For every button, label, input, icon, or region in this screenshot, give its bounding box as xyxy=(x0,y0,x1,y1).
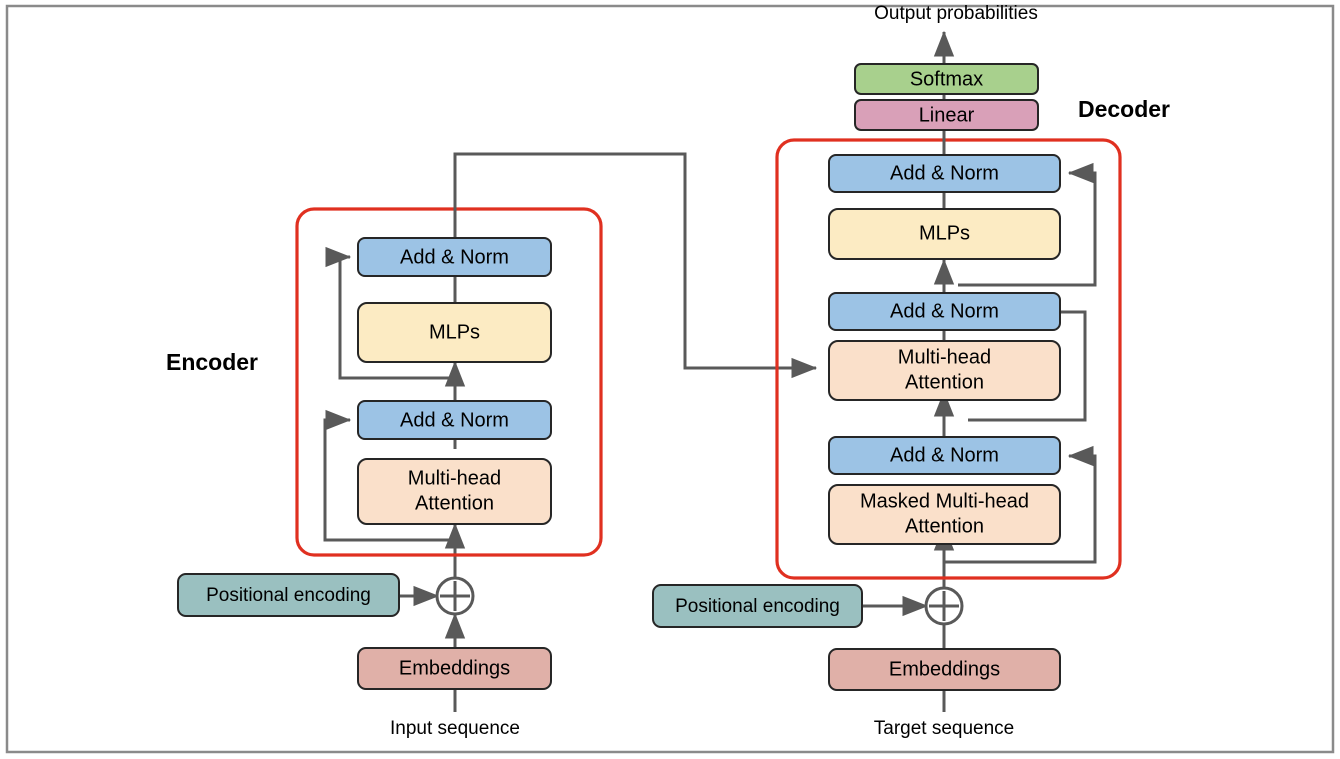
enc-add-norm-2-box[interactable] xyxy=(357,237,552,277)
dec-embeddings-label: Embeddings xyxy=(889,658,1000,680)
enc-multi-head-attention-label-line1: Multi-head xyxy=(408,467,501,489)
enc-mlps-box[interactable] xyxy=(357,302,552,363)
decoder-group-boundary xyxy=(775,138,1122,580)
linear-label: Linear xyxy=(919,104,975,126)
enc-embeddings-box[interactable] xyxy=(357,647,552,690)
decoder-group-label: Decoder xyxy=(1078,96,1170,122)
dec-mlps-label: MLPs xyxy=(919,222,970,244)
dec-positional-encoding-box[interactable] xyxy=(652,584,863,628)
enc-positional-encoding-label: Positional encoding xyxy=(206,585,371,606)
output-probabilities-label: Output probabilities xyxy=(874,3,1038,24)
dec-add-norm-2-block[interactable]: Add & Norm xyxy=(828,292,1061,331)
dec-masked-attention-label-line1: Masked Multi-head xyxy=(860,490,1029,512)
encoder-group-boundary xyxy=(295,207,603,557)
enc-sum-operator xyxy=(435,576,475,616)
dec-add-norm-1-label: Add & Norm xyxy=(890,444,999,466)
dec-add-norm-2-label: Add & Norm xyxy=(890,300,999,322)
dec-add-norm-1-box[interactable] xyxy=(828,436,1061,475)
dec-add-norm-3-label: Add & Norm xyxy=(890,162,999,184)
enc-embeddings-block[interactable]: Embeddings xyxy=(357,647,552,690)
dec-cross-attention-label-line1: Multi-head xyxy=(898,346,991,368)
linear-block[interactable]: Linear xyxy=(854,99,1039,131)
softmax-label: Softmax xyxy=(910,68,983,90)
dec-mlps-block[interactable]: MLPs xyxy=(828,208,1061,260)
enc-add-norm-2-block[interactable]: Add & Norm xyxy=(357,237,552,277)
enc-multi-head-attention-label-line2: Attention xyxy=(415,492,494,514)
enc-add-norm-1-box[interactable] xyxy=(357,400,552,440)
dec-sum-operator xyxy=(924,586,964,626)
dec-cross-attention-block[interactable]: Multi-head Attention xyxy=(828,340,1061,401)
dec-embeddings-block[interactable]: Embeddings xyxy=(828,648,1061,691)
softmax-box[interactable] xyxy=(854,63,1039,95)
dec-cross-attention-label-line2: Attention xyxy=(905,371,984,393)
enc-residual-connection-1 xyxy=(323,409,455,542)
enc-positional-encoding-block[interactable]: Positional encoding xyxy=(177,573,400,617)
dec-add-norm-2-box[interactable] xyxy=(828,292,1061,331)
input-sequence-label: Input sequence xyxy=(390,718,520,739)
enc-multi-head-attention-box[interactable] xyxy=(357,458,552,525)
encoder-to-decoder-cross-connection xyxy=(453,152,818,379)
softmax-block[interactable]: Softmax xyxy=(854,63,1039,95)
dec-masked-attention-box[interactable] xyxy=(828,484,1061,545)
dec-add-norm-3-block[interactable]: Add & Norm xyxy=(828,154,1061,193)
dec-add-norm-3-box[interactable] xyxy=(828,154,1061,193)
dec-positional-encoding-block[interactable]: Positional encoding xyxy=(652,584,863,628)
dec-add-norm-1-block[interactable]: Add & Norm xyxy=(828,436,1061,475)
enc-add-norm-1-block[interactable]: Add & Norm xyxy=(357,400,552,440)
enc-positional-encoding-box[interactable] xyxy=(177,573,400,617)
dec-masked-attention-label-line2: Attention xyxy=(905,515,984,537)
dec-masked-attention-block[interactable]: Masked Multi-head Attention xyxy=(828,484,1061,545)
dec-residual-connection-2 xyxy=(968,310,1087,422)
enc-embeddings-label: Embeddings xyxy=(399,657,510,679)
page-frame xyxy=(5,4,1335,754)
enc-add-norm-1-label: Add & Norm xyxy=(400,409,509,431)
dec-positional-encoding-label: Positional encoding xyxy=(675,596,840,617)
encoder-group-label: Encoder xyxy=(166,349,258,375)
dec-mlps-box[interactable] xyxy=(828,208,1061,260)
enc-residual-connection-2 xyxy=(325,246,455,380)
linear-box[interactable] xyxy=(854,99,1039,131)
dec-embeddings-box[interactable] xyxy=(828,648,1061,691)
target-sequence-label: Target sequence xyxy=(874,718,1015,739)
enc-multi-head-attention-block[interactable]: Multi-head Attention xyxy=(357,458,552,525)
dec-cross-attention-box[interactable] xyxy=(828,340,1061,401)
dec-residual-connection-1 xyxy=(944,445,1097,564)
enc-mlps-label: MLPs xyxy=(429,321,480,343)
enc-add-norm-2-label: Add & Norm xyxy=(400,246,509,268)
enc-mlps-block[interactable]: MLPs xyxy=(357,302,552,363)
dec-residual-connection-3 xyxy=(958,162,1097,287)
